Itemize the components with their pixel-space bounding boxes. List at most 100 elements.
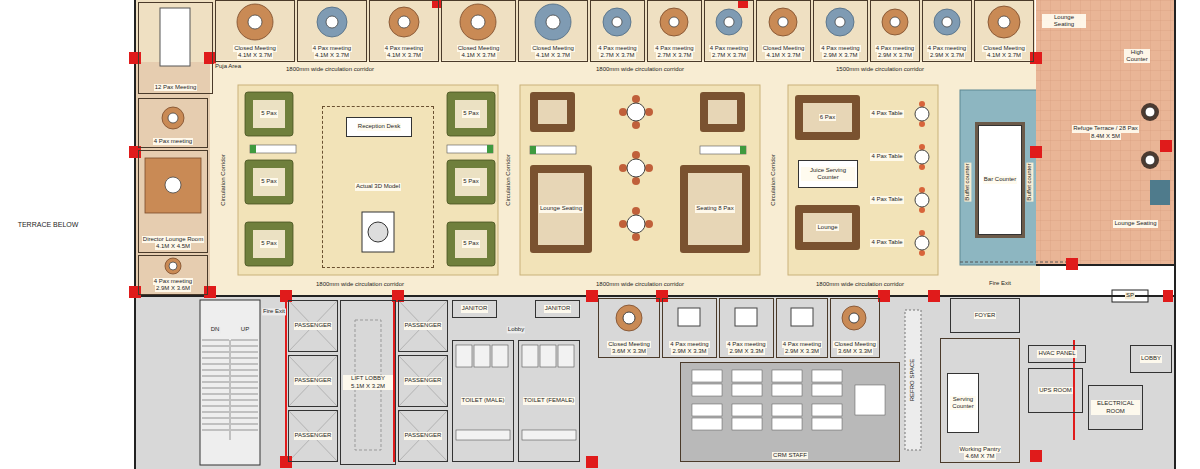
room-dimension: 4.1M X 3.7M: [237, 52, 273, 59]
room-label: Bar Counter: [983, 176, 1017, 183]
room-box: Closed Meeting4.1M X 3.7M: [518, 0, 588, 62]
plan-label: 1800mm wide circulation corridor: [595, 66, 685, 73]
furniture-group: 5 Pax: [245, 160, 293, 204]
room-label: Lounge: [816, 224, 838, 231]
room-label: 4 Pax meeting: [820, 45, 860, 52]
room-label: Closed Meeting: [833, 341, 877, 348]
room-box: 4 Pax meeting2.9M X 3.7M: [813, 0, 868, 62]
room-label: 12 Pax Meeting: [154, 84, 198, 91]
furniture-group: 4 Pax Table: [866, 138, 908, 176]
room-box: 4 Pax meeting2.9M X 3.3M: [662, 298, 717, 358]
room-dimension: 3.6M X 3.3M: [837, 348, 873, 355]
room-box: Closed Meeting4.1M X 3.7M: [974, 0, 1034, 62]
room-dimension: 4.1M X 3.7M: [460, 52, 496, 59]
room-label: PASSENGER: [404, 322, 443, 329]
furniture-group: Lounge Seating: [1040, 8, 1088, 34]
room-box: 4 Pax meeting2.9M X 3.3M: [719, 298, 774, 358]
room-label: JANITOR: [461, 305, 489, 312]
room-label: 4 Pax meeting: [654, 45, 694, 52]
room-box: Closed Meeting4.1M X 3.7M: [756, 0, 811, 62]
room-label: Juice Serving Counter: [801, 167, 855, 181]
plan-label: 1800mm wide circulation corridor: [285, 66, 375, 73]
service-room: LIFT LOBBY 5.1M X 3.2M: [340, 300, 396, 465]
room-label: UPS ROOM: [1038, 387, 1073, 394]
service-room: TOILET (FEMALE): [518, 340, 580, 462]
room-label: 5 Pax: [260, 110, 277, 117]
room-dimension: 2.7M X 3.7M: [599, 52, 635, 59]
room-label: PASSENGER: [294, 322, 333, 329]
furniture-group: Refuge Terrace / 28 Pax8.4M X 5MHigh Cou…: [1036, 0, 1175, 265]
room-label: PASSENGER: [404, 432, 443, 439]
room-dimension: 4.1M X 3.7M: [386, 52, 422, 59]
room-dimension: 2.9M X 3.3M: [728, 348, 764, 355]
furniture-group: 5 Pax: [447, 160, 495, 204]
room-box: 4 Pax meeting4.1M X 3.7M: [369, 0, 439, 62]
room-dimension: 4.1M X 3.7M: [765, 52, 801, 59]
room-dimension: 8.4M X 5M: [1090, 133, 1121, 140]
room-label: Lounge Seating: [539, 205, 583, 212]
room-box: 4 Pax meeting2.9M X 3.7M: [870, 0, 920, 62]
plan-label: 1500mm wide circulation corridor: [835, 66, 925, 73]
room-label: Actual 3D Model: [355, 183, 401, 190]
room-label: 4 Pax meeting: [312, 45, 352, 52]
room-box: 4 Pax meeting4.1M X 3.7M: [297, 0, 367, 62]
room-label: 4 Pax Table: [870, 153, 903, 160]
service-room: JANITOR: [535, 300, 580, 318]
room-label: Director Lounge Room: [142, 236, 204, 243]
corridor-label: Circulation Corridor: [220, 153, 227, 207]
plan-label: 1800mm wide circulation corridor: [595, 281, 685, 288]
furniture-group: 5 Pax: [245, 222, 293, 266]
corridor-label: Circulation Corridor: [770, 153, 777, 207]
room-box: 12 Pax Meeting: [138, 2, 213, 94]
room-label: Closed Meeting: [607, 341, 651, 348]
service-room: PASSENGER: [288, 355, 338, 407]
furniture-group: High Counter: [1122, 25, 1152, 87]
room-box: 4 Pax meeting2.9M X 3.6M: [138, 255, 208, 295]
room-label: ELECTRICAL ROOM: [1091, 400, 1140, 414]
room-dimension: 4.1M X 3.7M: [314, 52, 350, 59]
plan-label: Fire Exit: [262, 308, 286, 315]
plan-label: 1800mm wide circulation corridor: [815, 281, 905, 288]
plan-label: Lobby: [507, 326, 525, 333]
service-room: PASSENGER: [288, 410, 338, 462]
room-dimension: 4.6M X 7M: [964, 453, 995, 460]
room-label: HVAC PANEL: [1037, 350, 1076, 357]
room-dimension: 2.7M X 3.7M: [711, 52, 747, 59]
service-room: PASSENGER: [398, 410, 448, 462]
room-dimension: 4.1M X 4.5M: [155, 243, 191, 250]
room-label: Closed Meeting: [982, 45, 1026, 52]
room-dimension: 3.6M X 3.3M: [611, 348, 647, 355]
room-label: 4 Pax Table: [870, 239, 903, 246]
room-label: 4 Pax meeting: [669, 341, 709, 348]
room-box: 4 Pax meeting2.7M X 3.7M: [590, 0, 645, 62]
room-label: 4 Pax meeting: [782, 341, 822, 348]
furniture-group: Lounge: [795, 205, 860, 250]
plan-label: TERRACE BELOW: [17, 221, 80, 229]
room-label: 6 Pax: [819, 114, 836, 121]
room-box: 4 Pax meeting2.7M X 3.7M: [647, 0, 702, 62]
furniture-group: Lounge Seating: [530, 165, 592, 253]
room-dimension: 2.7M X 3.7M: [656, 52, 692, 59]
room-dimension: 2.9M X 3.7M: [822, 52, 858, 59]
service-room: PASSENGER: [398, 300, 448, 352]
room-label: High Counter: [1124, 49, 1150, 63]
room-label: 4 Pax meeting: [875, 45, 915, 52]
room-label: 4 Pax Table: [870, 110, 903, 117]
room-label: Closed Meeting: [233, 45, 277, 52]
room-label: Lounge Seating: [1113, 220, 1157, 227]
room-label: Lounge Seating: [1042, 14, 1086, 28]
plan-label: SP: [1125, 292, 1135, 299]
room-dimension: 4.1M X 3.7M: [986, 52, 1022, 59]
room-label: Seating 8 Pax: [695, 205, 734, 212]
furniture-group: 5 Pax: [245, 92, 293, 136]
room-label: TOILET (MALE): [461, 397, 506, 404]
room-label: LOBBY: [1140, 355, 1162, 362]
room-box: Closed Meeting3.6M X 3.3M: [830, 298, 880, 358]
room-label: JANITOR: [544, 305, 572, 312]
room-box: Director Lounge Room4.1M X 4.5M: [138, 150, 208, 253]
plan-label: Fire Exit: [988, 280, 1012, 287]
room-label: TOILET (FEMALE): [523, 397, 575, 404]
plan-label: DN: [210, 326, 221, 333]
room-dimension: 2.9M X 3.7M: [929, 52, 965, 59]
room-label: FOYER: [974, 312, 997, 319]
